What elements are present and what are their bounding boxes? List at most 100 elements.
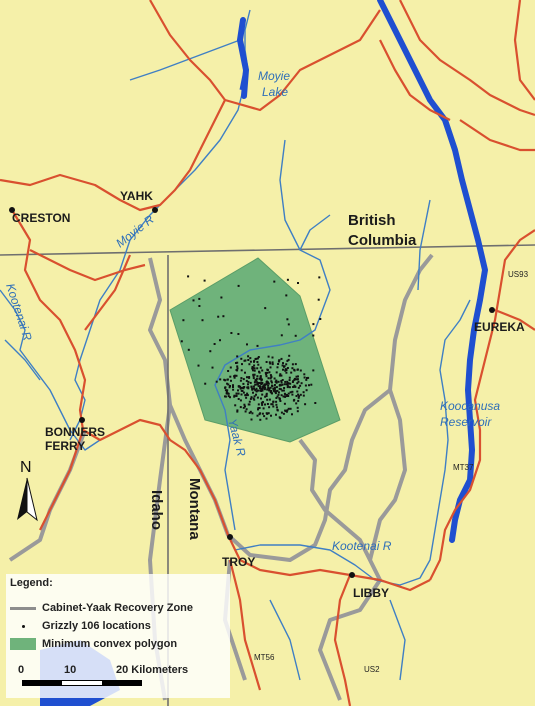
grizzly-location-point xyxy=(253,387,255,390)
grizzly-location-point xyxy=(224,389,227,392)
grizzly-location-point xyxy=(277,360,280,363)
label-mt37: MT37 xyxy=(453,463,474,472)
legend-item-polygon: Minimum convex polygon xyxy=(10,638,177,650)
grizzly-location-point xyxy=(270,380,273,383)
grizzly-location-point xyxy=(307,376,310,379)
grizzly-location-point xyxy=(252,385,255,388)
grizzly-location-point xyxy=(273,388,276,391)
grizzly-location-point xyxy=(268,398,271,401)
grizzly-location-point xyxy=(253,364,256,367)
grizzly-location-point xyxy=(297,399,300,402)
grizzly-location-point xyxy=(250,385,253,388)
grizzly-location-point xyxy=(284,380,287,383)
grizzly-location-point xyxy=(233,376,236,379)
grizzly-location-point xyxy=(287,407,290,410)
grizzly-location-point xyxy=(239,385,242,388)
grizzly-location-point xyxy=(284,395,287,398)
grizzly-location-point xyxy=(277,393,280,396)
grizzly-location-point xyxy=(266,369,269,371)
grizzly-location-point xyxy=(267,377,270,380)
grizzly-location-point xyxy=(275,400,278,403)
grizzly-location-point xyxy=(280,374,283,377)
grizzly-location-point xyxy=(286,367,289,369)
grizzly-location-point xyxy=(254,379,257,382)
grizzly-location-point xyxy=(283,392,286,395)
grizzly-location-point xyxy=(247,403,250,406)
grizzly-location-point xyxy=(239,406,242,409)
grizzly-location-point xyxy=(294,334,297,337)
grizzly-location-point xyxy=(291,390,294,393)
grizzly-location-point xyxy=(285,371,288,374)
moyie-lake-shape xyxy=(239,54,249,91)
label-koocanusa-2: Reservoir xyxy=(440,415,492,429)
grizzly-location-point xyxy=(286,382,289,384)
grizzly-location-point xyxy=(270,403,273,406)
grizzly-location-point xyxy=(227,395,230,398)
grizzly-location-point xyxy=(203,279,206,282)
grizzly-location-point xyxy=(224,386,227,389)
grizzly-location-point xyxy=(264,307,267,310)
grizzly-location-point xyxy=(310,383,313,386)
grizzly-location-point xyxy=(280,334,283,337)
grizzly-location-point xyxy=(281,379,284,381)
grizzly-location-point xyxy=(242,382,245,385)
grizzly-location-point xyxy=(296,390,299,393)
grizzly-location-point xyxy=(265,417,268,420)
grizzly-location-point xyxy=(233,375,236,378)
grizzly-location-point xyxy=(252,397,255,400)
grizzly-location-point xyxy=(248,376,251,379)
grizzly-location-point xyxy=(292,386,295,388)
grizzly-location-point xyxy=(287,382,290,385)
grizzly-location-point xyxy=(236,361,239,364)
grizzly-location-point xyxy=(246,376,248,379)
grizzly-location-point xyxy=(290,371,293,374)
grizzly-location-point xyxy=(287,358,290,361)
grizzly-location-point xyxy=(297,393,300,396)
grizzly-location-point xyxy=(319,318,322,320)
grizzly-location-point xyxy=(264,386,267,389)
grizzly-location-point xyxy=(269,391,272,393)
label-moyie-lake-2: Lake xyxy=(262,85,288,99)
grizzly-location-point xyxy=(289,391,292,394)
grizzly-location-point xyxy=(288,379,291,382)
grizzly-location-point xyxy=(247,355,250,358)
grizzly-location-point xyxy=(258,382,261,384)
grizzly-location-point xyxy=(265,373,268,376)
grizzly-location-point xyxy=(261,385,264,388)
grizzly-location-point xyxy=(235,369,238,371)
grizzly-location-point xyxy=(242,391,245,394)
grizzly-location-point xyxy=(253,398,256,401)
grizzly-location-point xyxy=(297,282,299,284)
grizzly-location-point xyxy=(285,383,288,386)
scale-label-10: 10 xyxy=(64,664,77,676)
grizzly-location-point xyxy=(292,380,295,383)
grizzly-location-point xyxy=(288,354,291,357)
grizzly-location-point xyxy=(277,380,280,383)
grizzly-location-point xyxy=(280,357,283,360)
grizzly-location-point xyxy=(237,333,240,335)
scale-label-20: 20 Kilometers xyxy=(116,664,189,676)
moyie-north-branch xyxy=(244,9,251,50)
grizzly-location-point xyxy=(266,403,269,405)
grizzly-location-point xyxy=(279,388,282,391)
grizzly-location-point xyxy=(272,400,275,403)
grizzly-location-point xyxy=(255,357,258,360)
grizzly-location-point xyxy=(296,410,299,413)
map-legend: Legend: Cabinet-Yaak Recovery Zone Grizz… xyxy=(6,574,230,698)
grizzly-location-point xyxy=(271,403,274,406)
grizzly-location-point xyxy=(256,383,259,386)
grizzly-location-point xyxy=(235,394,238,397)
grizzly-location-point xyxy=(285,395,288,397)
label-columbia: Columbia xyxy=(348,232,417,249)
grizzly-location-point xyxy=(296,368,299,371)
grizzly-location-point xyxy=(295,395,298,397)
grizzly-location-point xyxy=(278,398,281,401)
grizzly-location-point xyxy=(253,395,256,398)
scale-bar-graphic xyxy=(22,680,142,686)
grizzly-location-point xyxy=(271,363,274,366)
grizzly-location-point xyxy=(299,384,302,387)
grizzly-location-point xyxy=(275,403,278,406)
grizzly-location-point xyxy=(242,378,245,381)
grizzly-location-point xyxy=(228,386,231,389)
grizzly-location-point xyxy=(275,406,278,409)
